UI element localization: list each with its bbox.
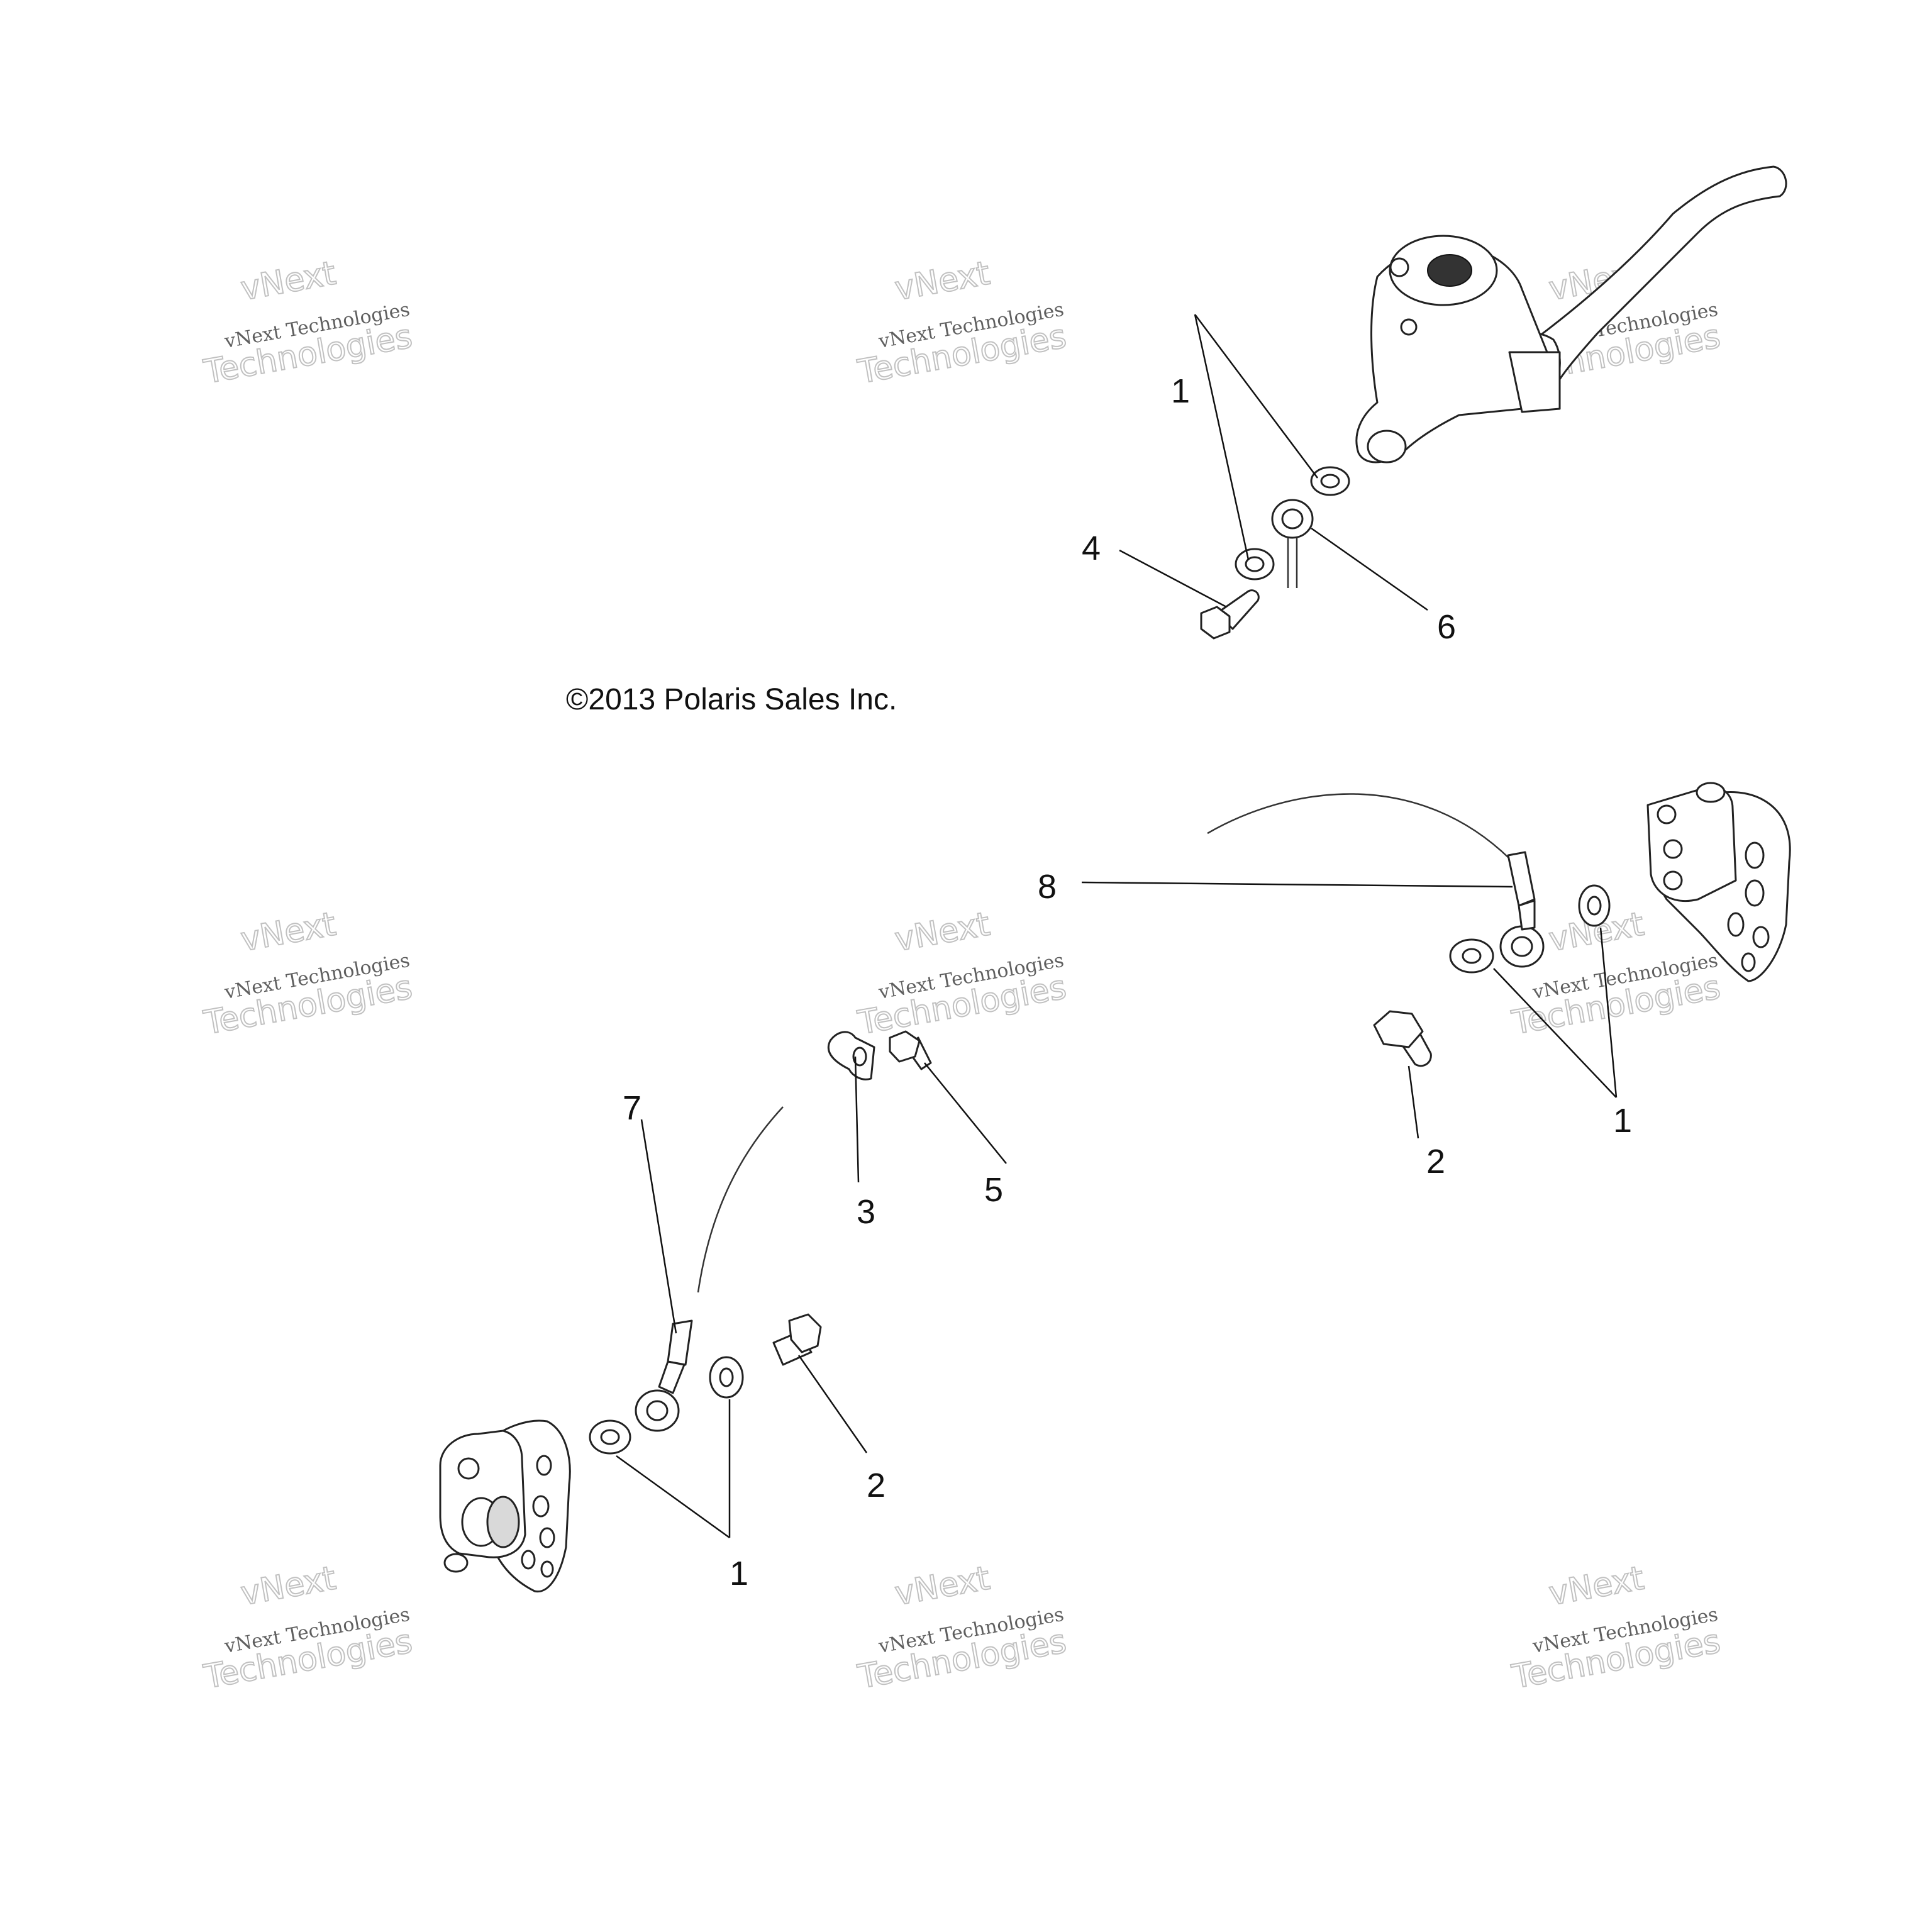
caliper-hole [521,1550,536,1570]
callout-2-right: 2 [1426,1143,1445,1180]
callout-2-left: 2 [867,1467,886,1504]
hose-clamp-hole [852,1046,867,1067]
leader-1-left [616,1399,731,1539]
right-caliper-assembly [1646,782,1791,982]
watermark-brand: vNext [892,1560,992,1613]
leader-1-right [1493,927,1618,1098]
leader-3 [854,1056,860,1183]
callout-6-top: 6 [1437,608,1456,646]
banjo-bolt-head [1200,606,1231,640]
watermark-brand: vNext [238,906,338,959]
caliper-hole [1752,926,1770,948]
watermark-brand: vNext [1546,1560,1646,1613]
callout-1-top: 1 [1171,372,1190,410]
watermark-top-center: vNext vNext Technologies Technologies [855,254,1070,392]
leader-7 [640,1119,677,1334]
caliper-hole [540,1560,554,1578]
callout-3: 3 [857,1193,875,1231]
watermark-brand: vNext [238,255,338,308]
copyright-notice: ©2013 Polaris Sales Inc. [566,683,897,716]
brake-line-stub [1287,538,1298,588]
caliper-hole [539,1527,555,1548]
reservoir-window [1427,254,1472,287]
leader-2-right [1407,1065,1419,1139]
banjo-port [1367,430,1407,464]
hose-clamp [827,1030,932,1080]
clamp-screw-head [889,1030,921,1063]
left-leaders [616,1119,868,1539]
caliper-bolt-right [1663,870,1683,891]
watermark-brand: vNext [892,255,992,308]
watermark-bottom-right: vNext vNext Technologies Technologies [1509,1559,1724,1697]
callout-8: 8 [1038,868,1057,906]
caliper-bleeder-left [443,1553,469,1573]
caliper-bolt-right [1663,839,1683,859]
middle-leaders [854,1056,1007,1183]
leader-8 [1081,881,1513,888]
caliper-bolt-right [1657,804,1677,824]
leader-2-left [797,1355,868,1453]
washer-left-lower-hole [600,1429,620,1445]
watermark-brand: vNext [238,1560,338,1613]
clamp-bracket [1508,351,1561,413]
master-cylinder-assembly [1355,165,1787,464]
caliper-hole [1745,841,1765,869]
right-leaders [1081,881,1618,1139]
caliper-hole [1727,912,1745,937]
callout-1-left: 1 [730,1555,748,1592]
caliper-hole [1745,879,1765,907]
callout-4-top: 4 [1082,530,1101,567]
top-hardware [1200,466,1350,640]
hose-ferrule-right [1507,851,1536,907]
leader-5 [924,1062,1007,1164]
leader-4-top [1119,549,1227,608]
watermark-mid-left: vNext vNext Technologies Technologies [201,905,416,1043]
banjo-eye-left-hole [646,1400,669,1421]
callout-1-right: 1 [1613,1102,1632,1140]
watermark-top-left: vNext vNext Technologies Technologies [201,254,416,392]
cap-screw [1400,318,1418,336]
caliper-bleeder [1696,782,1726,803]
washer-lower-hole [1245,556,1265,572]
callout-5: 5 [984,1171,1003,1209]
leader-1-top [1194,314,1318,560]
hose-clamp-body [827,1031,875,1080]
brake-hose-left [697,1106,784,1293]
bolt-right-head [1373,1010,1424,1048]
washer-right-lower-hole [1462,948,1482,964]
watermark-mid-center: vNext vNext Technologies Technologies [855,905,1070,1043]
top-leaders [1119,314,1428,611]
banjo-neck-left [658,1360,686,1394]
caliper-body-right [1646,785,1737,902]
bolt-left-head [788,1313,822,1353]
caliper-bolt-left [457,1457,480,1480]
caliper-hole [1741,952,1756,972]
watermark-bottom-left: vNext vNext Technologies Technologies [201,1559,416,1697]
watermark-bottom-center: vNext vNext Technologies Technologies [855,1559,1070,1697]
brake-hose-right [1207,793,1510,859]
banjo-neck-right [1518,899,1536,931]
washer-upper-hole [1320,474,1340,489]
washer-left-upper-hole [719,1367,734,1387]
callout-7: 7 [623,1089,641,1127]
caliper-hole [532,1495,550,1518]
hose-ferrule-left [667,1319,693,1366]
caliper-hole [536,1455,552,1476]
caliper-pad-left [486,1496,520,1548]
washer-right-upper-hole [1587,896,1602,916]
banjo-fitting-hole [1281,508,1304,530]
leader-6-top [1311,527,1428,611]
cap-screw [1389,257,1409,277]
watermark-brand: vNext [892,906,992,959]
left-caliper-assembly [439,1419,571,1593]
banjo-eye-right-hole [1511,936,1533,957]
